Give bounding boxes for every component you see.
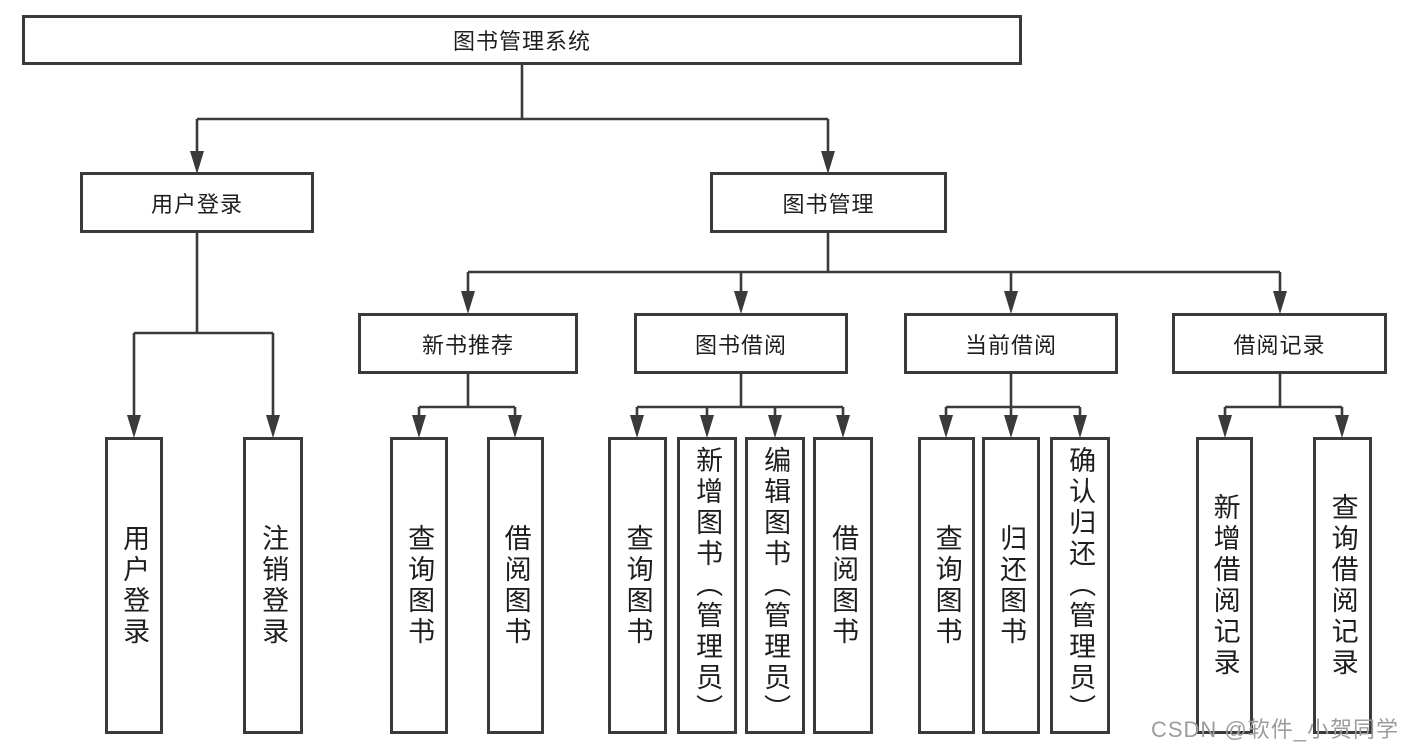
leaf-cb-return-books-label: 归还图书 <box>996 523 1027 648</box>
node-book-management: 图书管理 <box>710 172 947 233</box>
leaf-bb-add-books-admin: 新增图书（管理员） <box>677 437 737 734</box>
leaf-br-query-record-label: 查询借阅记录 <box>1327 492 1358 679</box>
leaf-bb-edit-books-admin: 编辑图书（管理员） <box>745 437 805 734</box>
leaf-nbr-borrow-books: 借阅图书 <box>487 437 544 734</box>
leaf-cb-query-books: 查询图书 <box>918 437 975 734</box>
leaf-nbr-query-books-label: 查询图书 <box>404 523 435 648</box>
leaf-user-login-label: 用户登录 <box>119 523 150 648</box>
leaf-bb-borrow-books: 借阅图书 <box>813 437 873 734</box>
node-borrow-records: 借阅记录 <box>1172 313 1387 374</box>
node-book-borrow: 图书借阅 <box>634 313 848 374</box>
leaf-cb-return-books: 归还图书 <box>982 437 1040 734</box>
leaf-cb-confirm-return-admin-label: 确认归还（管理员） <box>1065 446 1096 725</box>
node-new-book-recommend: 新书推荐 <box>358 313 578 374</box>
node-root: 图书管理系统 <box>22 15 1022 65</box>
leaf-bb-borrow-books-label: 借阅图书 <box>828 523 859 648</box>
leaf-bb-query-books: 查询图书 <box>608 437 667 734</box>
watermark: CSDN @软件_小贺同学 <box>1150 717 1399 742</box>
leaf-logout-label: 注销登录 <box>258 523 289 648</box>
leaf-user-login: 用户登录 <box>105 437 163 734</box>
leaf-cb-query-books-label: 查询图书 <box>931 523 962 648</box>
leaf-br-add-record-label: 新增借阅记录 <box>1209 492 1240 679</box>
leaf-br-query-record: 查询借阅记录 <box>1313 437 1372 734</box>
leaf-br-add-record: 新增借阅记录 <box>1196 437 1253 734</box>
node-current-borrow: 当前借阅 <box>904 313 1118 374</box>
leaf-bb-edit-books-admin-label: 编辑图书（管理员） <box>760 446 791 725</box>
leaf-bb-query-books-label: 查询图书 <box>622 523 653 648</box>
leaf-logout: 注销登录 <box>243 437 303 734</box>
leaf-nbr-query-books: 查询图书 <box>390 437 448 734</box>
node-user-login: 用户登录 <box>80 172 314 233</box>
leaf-cb-confirm-return-admin: 确认归还（管理员） <box>1050 437 1110 734</box>
leaf-bb-add-books-admin-label: 新增图书（管理员） <box>692 446 723 725</box>
leaf-nbr-borrow-books-label: 借阅图书 <box>500 523 531 648</box>
